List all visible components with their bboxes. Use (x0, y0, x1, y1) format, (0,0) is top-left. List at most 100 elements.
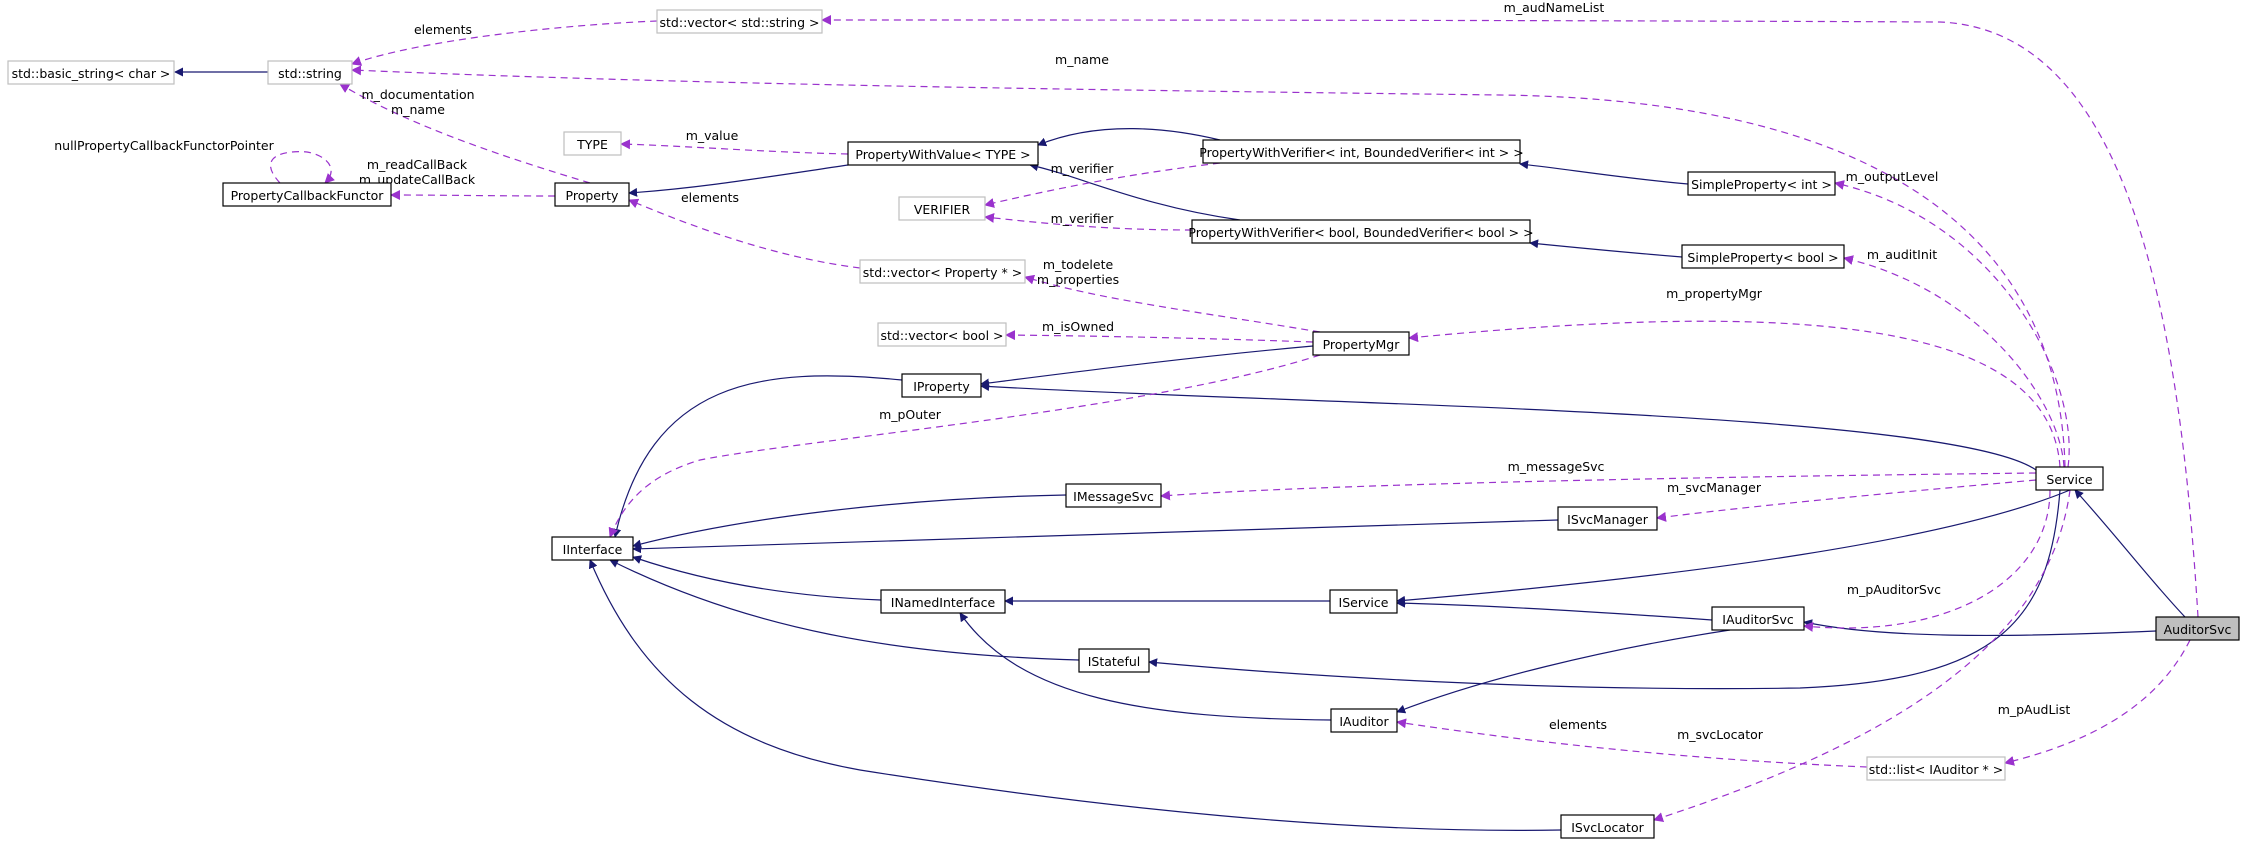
class-node-pwver-int[interactable]: PropertyWithVerifier< int, BoundedVerifi… (1199, 139, 1524, 164)
edge-label-u-service-isvcmgr: m_svcManager (1667, 480, 1762, 495)
usage-edge-service-to-sp_bool (1843, 255, 2065, 468)
usage-edge-property-to-pcf (390, 190, 556, 201)
class-node-box (1711, 606, 1805, 631)
class-node-pcf[interactable]: PropertyCallbackFunctor (222, 182, 392, 207)
class-node-box (7, 60, 175, 85)
class-node-service[interactable]: Service (2035, 466, 2104, 491)
class-node-istateful[interactable]: IStateful (1078, 648, 1150, 673)
edge-label-u-pwverbool-verifier: m_verifier (1051, 211, 1115, 226)
class-node-propmgr[interactable]: PropertyMgr (1312, 331, 1410, 356)
class-node-label: ISvcLocator (1571, 820, 1644, 835)
inheritance-edge-iproperty-to-iinterface (612, 375, 903, 538)
class-node-iproperty[interactable]: IProperty (901, 373, 982, 398)
usage-edge-auditorsvc-to-list_iauditor (2004, 639, 2191, 766)
class-node-auditorsvc[interactable]: AuditorSvc (2155, 616, 2240, 641)
class-node-box (1312, 331, 1410, 356)
class-node-box (563, 131, 622, 156)
usage-edge-service-to-isvclocator (1653, 489, 2071, 822)
inheritance-edge-iauditor-to-inamed (959, 612, 1332, 721)
class-node-label: INamedInterface (891, 595, 996, 610)
inheritance-edge-inamed-to-iinterface (632, 555, 882, 601)
inheritance-edge-isvcmgr-to-iinterface (632, 519, 1559, 554)
class-node-sp-bool[interactable]: SimpleProperty< bool > (1681, 244, 1845, 269)
class-node-box (2155, 616, 2240, 641)
usage-edge-service-to-imsgsvc (1160, 472, 2037, 501)
edge-label-u-vecstr-string: elements (414, 22, 472, 37)
edge-label-u-pcf-self: nullPropertyCallbackFunctorPointer (54, 138, 274, 153)
edge-label-u-pwverint-verifier: m_verifier (1051, 161, 1115, 176)
class-node-pwver-bool[interactable]: PropertyWithVerifier< bool, BoundedVerif… (1188, 219, 1534, 244)
class-node-box (222, 182, 392, 207)
class-node-label: PropertyWithValue< TYPE > (855, 147, 1030, 162)
class-node-label: std::basic_string< char > (12, 66, 171, 81)
edge-label-u-audsvc-list: m_pAudList (1998, 702, 2071, 717)
class-node-vec-bool: std::vector< bool > (877, 322, 1007, 347)
class-node-basic-string: std::basic_string< char > (7, 60, 175, 85)
usage-edge-auditorsvc-to-vec_string (821, 15, 2199, 618)
usage-edge-pwv_type-to-type (620, 139, 849, 155)
usage-edge-service-to-iauditorsvc (1803, 489, 2051, 632)
class-node-label: std::list< IAuditor * > (1869, 762, 2004, 777)
class-node-label: std::vector< bool > (880, 328, 1003, 343)
class-node-property[interactable]: Property (554, 182, 630, 207)
inheritance-edge-istateful-to-iinterface (609, 559, 1080, 661)
usage-edge-propmgr-to-iinterface (608, 354, 1321, 538)
class-node-inamed[interactable]: INamedInterface (880, 589, 1006, 614)
usage-edge-pwver_bool-to-verifier (984, 212, 1193, 231)
class-node-label: AuditorSvc (2164, 622, 2232, 637)
inheritance-edge-propmgr-to-iproperty (980, 345, 1314, 388)
class-node-isvcmgr[interactable]: ISvcManager (1557, 506, 1658, 531)
class-node-box (898, 196, 986, 221)
class-node-label: SimpleProperty< bool > (1687, 250, 1838, 265)
class-node-box (880, 589, 1006, 614)
inheritance-edge-sp_int-to-pwver_int (1519, 160, 1689, 185)
class-node-label: IService (1339, 595, 1389, 610)
inheritance-edge-pwver_bool-to-pwv_type (1029, 162, 1241, 221)
class-node-isvclocator[interactable]: ISvcLocator (1560, 814, 1655, 839)
class-node-box (656, 9, 823, 34)
inheritance-edge-service-to-istateful (1148, 489, 2061, 690)
class-node-iauditorsvc[interactable]: IAuditorSvc (1711, 606, 1805, 631)
inheritance-edge-isvclocator-to-iinterface (588, 559, 1562, 832)
edge-label-u-propmgr-vecprop-line-2: m_properties (1037, 272, 1119, 287)
class-node-box (1191, 219, 1531, 244)
class-node-box (1202, 139, 1521, 164)
edge-label-u-service-propmgr: m_propertyMgr (1666, 286, 1763, 301)
inheritance-edge-service-to-iproperty (980, 381, 2037, 471)
class-node-pwv-type[interactable]: PropertyWithValue< TYPE > (847, 141, 1039, 166)
inheritance-edge-auditorsvc-to-iauditorsvc (1803, 619, 2157, 637)
class-node-iservice[interactable]: IService (1329, 589, 1398, 614)
edge-label-u-propmgr-vecprop-line-1: m_todelete (1043, 257, 1114, 272)
class-node-label: IProperty (913, 379, 970, 394)
usage-edge-vec_prop-to-property (628, 198, 861, 269)
class-node-box (1329, 589, 1398, 614)
class-node-box (1065, 483, 1162, 508)
usage-edge-pwver_int-to-verifier (984, 162, 1221, 208)
class-node-box (901, 373, 982, 398)
edge-label-u-audsvc-vecstr: m_audNameList (1504, 0, 1605, 15)
class-node-box (1560, 814, 1655, 839)
usage-edge-service-to-sp_int (1834, 180, 2070, 468)
edge-label-u-propmgr-iint: m_pOuter (879, 407, 942, 422)
class-node-label: Property (566, 188, 619, 203)
inheritance-edge-imsgsvc-to-iinterface (632, 494, 1067, 549)
edge-label-u-service-spint: m_outputLevel (1846, 169, 1939, 184)
class-node-label: PropertyCallbackFunctor (231, 188, 385, 203)
class-node-iauditor[interactable]: IAuditor (1330, 708, 1398, 733)
inheritance-edge-service-to-iservice (1396, 489, 2071, 605)
class-node-type: TYPE (563, 131, 622, 156)
class-node-label: std::string (278, 66, 342, 81)
class-node-label: IInterface (563, 542, 623, 557)
edge-label-u-vecprop-property: elements (681, 190, 739, 205)
usage-edge-vec_string-to-string (351, 20, 658, 66)
class-node-imsgsvc[interactable]: IMessageSvc (1065, 483, 1162, 508)
edge-label-u-list-iauditor: elements (1549, 717, 1607, 732)
class-node-box (554, 182, 630, 207)
edge-label-u-service-imsg: m_messageSvc (1508, 459, 1605, 474)
edge-label-u-property-string-line-1: m_documentation (361, 87, 474, 102)
class-node-iinterface[interactable]: IInterface (551, 536, 634, 561)
inheritance-edge-pwv_type-to-property (628, 164, 849, 197)
class-node-sp-int[interactable]: SimpleProperty< int > (1687, 171, 1836, 196)
class-node-label: PropertyWithVerifier< bool, BoundedVerif… (1188, 225, 1533, 240)
